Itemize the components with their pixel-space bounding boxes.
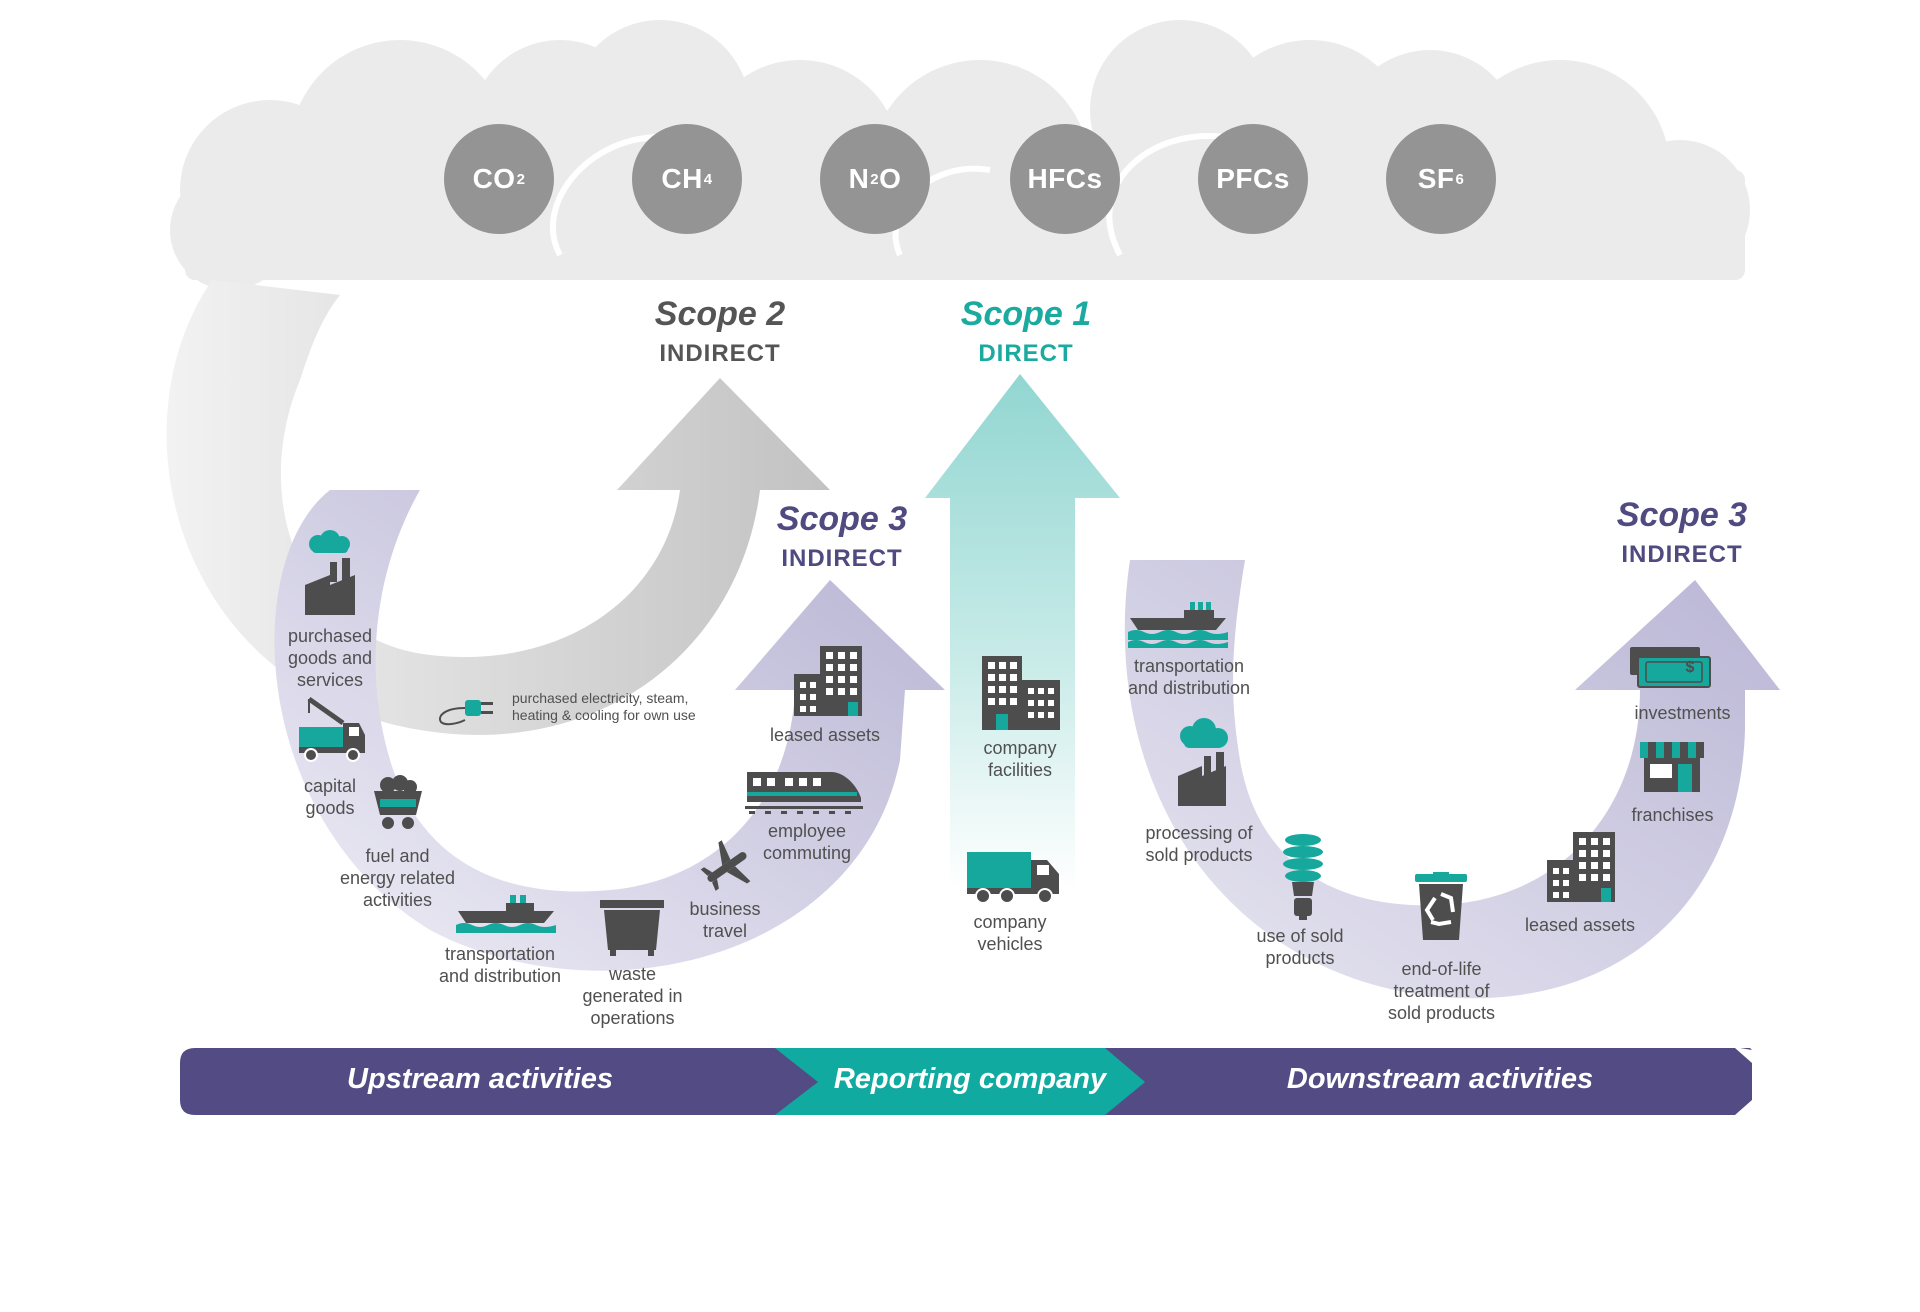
gas-n2o-main: N bbox=[848, 163, 870, 194]
gas-hfcs-circle: HFCs bbox=[1010, 124, 1120, 234]
plug-icon bbox=[439, 700, 493, 726]
scope1-title: Scope 1 bbox=[960, 295, 1092, 333]
crane-truck-icon bbox=[299, 696, 365, 762]
scope3-downstream-arrow bbox=[1124, 560, 1780, 999]
dumpster-icon bbox=[600, 900, 664, 956]
reporting-band bbox=[775, 1048, 1150, 1115]
upstream-activities-label: Upstream activities bbox=[347, 1063, 613, 1095]
scope2-subtitle: INDIRECT bbox=[659, 340, 781, 367]
money-icon bbox=[1630, 647, 1711, 688]
cargo-ship-icon-upstream bbox=[456, 895, 556, 933]
gas-ch4-sub: 4 bbox=[703, 170, 713, 188]
scope2-title: Scope 2 bbox=[654, 295, 786, 333]
downstream-band-body bbox=[1105, 1048, 1752, 1115]
gas-n2o-sub: 2 bbox=[870, 170, 880, 188]
delivery-truck-icon bbox=[967, 852, 1059, 904]
cloud-backdrop bbox=[170, 20, 1750, 290]
franchises-label: franchises bbox=[1631, 805, 1714, 825]
leased-assets-downstream-label: leased assets bbox=[1524, 915, 1636, 935]
investments-label: investments bbox=[1634, 703, 1731, 723]
train-icon bbox=[745, 772, 863, 814]
business-travel-label: business travel bbox=[689, 899, 761, 941]
employee-commuting-label: employee commuting bbox=[762, 821, 852, 863]
purchased-goods-label: purchased goods and services bbox=[287, 626, 373, 690]
gas-co2-main: CO bbox=[472, 163, 516, 194]
scope1-arrow bbox=[925, 374, 1120, 890]
recycling-bin-icon bbox=[1415, 872, 1467, 940]
company-building-icon bbox=[982, 656, 1060, 730]
money-symbol: $ bbox=[1685, 659, 1695, 676]
cargo-ship-icon-downstream bbox=[1128, 602, 1228, 648]
processing-label: processing of sold products bbox=[1145, 823, 1253, 865]
office-building-icon-upstream bbox=[794, 646, 862, 716]
lightbulb-icon bbox=[1283, 834, 1323, 920]
downstream-activities-label: Downstream activities bbox=[1286, 1063, 1594, 1095]
factory-icon bbox=[305, 530, 355, 615]
scope1-subtitle: DIRECT bbox=[978, 340, 1074, 367]
capital-goods-label: capital goods bbox=[303, 776, 357, 818]
leased-assets-upstream-label: leased assets bbox=[769, 725, 881, 745]
company-facilities-label: company facilities bbox=[983, 738, 1057, 780]
scope3-upstream-subtitle: INDIRECT bbox=[781, 545, 903, 572]
fuel-energy-label: fuel and energy related activities bbox=[339, 846, 456, 910]
company-vehicles-label: company vehicles bbox=[973, 912, 1047, 954]
transport-downstream-label: transportation and distribution bbox=[1127, 656, 1251, 698]
gas-ch4-main: CH bbox=[661, 163, 703, 194]
waste-label: waste generated in operations bbox=[582, 964, 683, 1028]
scope3-downstream-subtitle: INDIRECT bbox=[1621, 541, 1743, 568]
factory-processing-icon bbox=[1178, 718, 1228, 806]
gas-co2-sub: 2 bbox=[516, 170, 526, 188]
transport-upstream-label: transportation and distribution bbox=[438, 944, 562, 986]
airplane-icon bbox=[700, 840, 751, 891]
office-building-icon-downstream bbox=[1547, 832, 1615, 902]
storefront-icon bbox=[1640, 742, 1704, 792]
end-of-life-label: end-of-life treatment of sold products bbox=[1387, 959, 1496, 1023]
gas-pfcs-main: PFCs bbox=[1216, 163, 1290, 194]
gas-hfcs-main: HFCs bbox=[1027, 163, 1103, 194]
scope3-upstream-title: Scope 3 bbox=[776, 500, 908, 538]
coal-cart-icon bbox=[374, 775, 422, 829]
reporting-company-label: Reporting company bbox=[833, 1063, 1107, 1095]
gas-sf6-main: SF bbox=[1417, 163, 1455, 194]
gas-n2o-tail: O bbox=[879, 163, 902, 194]
gas-sf6-sub: 6 bbox=[1455, 170, 1465, 188]
scope3-downstream-title: Scope 3 bbox=[1616, 496, 1748, 534]
upstream-band bbox=[180, 1048, 822, 1115]
purchased-electricity-label: purchased electricity, steam, heating & … bbox=[512, 690, 696, 723]
use-sold-products-label: use of sold products bbox=[1256, 926, 1344, 968]
scope3-upstream-arrow bbox=[274, 490, 945, 971]
gas-pfcs-circle: PFCs bbox=[1198, 124, 1308, 234]
